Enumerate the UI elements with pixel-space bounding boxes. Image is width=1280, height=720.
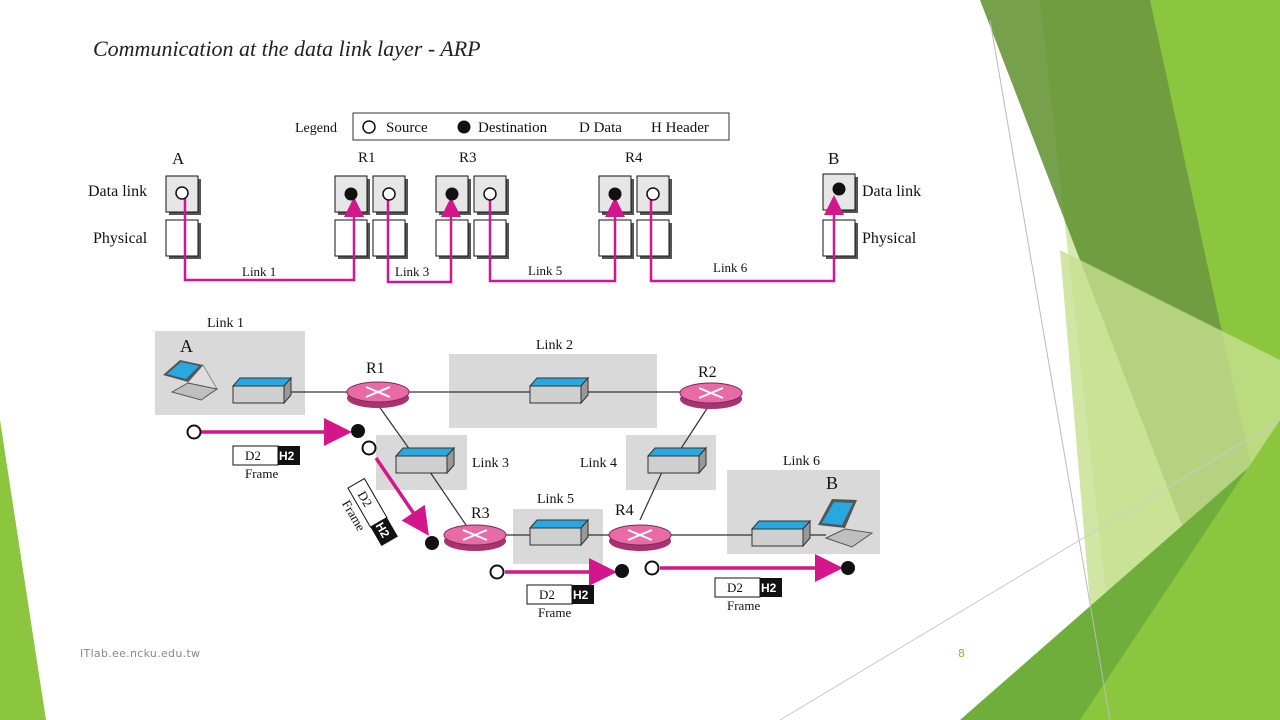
switch-link-6 bbox=[750, 519, 812, 548]
router-r1-icon bbox=[346, 381, 410, 408]
frame-link-1-label: Frame bbox=[245, 466, 278, 481]
destination-marker-r3 bbox=[445, 187, 459, 201]
frame-link-6-label: Frame bbox=[727, 598, 760, 613]
legend-data: D Data bbox=[579, 120, 622, 136]
source-marker-r3 bbox=[483, 187, 497, 201]
legend-destination: Destination bbox=[478, 120, 548, 136]
top-node-a: A bbox=[172, 149, 185, 168]
laptop-a-icon bbox=[163, 360, 219, 401]
net-label-r2: R2 bbox=[698, 364, 717, 381]
frame-source-link-1 bbox=[186, 424, 202, 440]
top-node-r4: R4 bbox=[625, 150, 643, 166]
net-label-link-4: Link 4 bbox=[580, 456, 617, 471]
net-label-link-1: Link 1 bbox=[207, 316, 244, 331]
router-r2-icon bbox=[679, 382, 743, 409]
hop-path-link-1 bbox=[183, 196, 364, 282]
legend-header: H Header bbox=[651, 120, 709, 136]
net-label-r3: R3 bbox=[471, 505, 490, 522]
legend: Legend Source Destination D Data H Heade… bbox=[295, 112, 730, 141]
router-r4-icon bbox=[608, 524, 672, 551]
frame-source-link-5 bbox=[489, 564, 505, 580]
frame-link-5-data: D2 bbox=[539, 587, 555, 602]
destination-marker-b bbox=[832, 182, 846, 196]
top-node-r1: R1 bbox=[358, 150, 376, 166]
switch-link-2 bbox=[528, 376, 590, 405]
slide-number: 8 bbox=[958, 647, 965, 660]
destination-marker-r1 bbox=[344, 187, 358, 201]
switch-link-1 bbox=[231, 376, 293, 405]
source-marker-a bbox=[175, 186, 189, 200]
net-label-host-b: B bbox=[826, 473, 838, 493]
layer-label-data-link-left: Data link bbox=[88, 183, 147, 200]
destination-marker-r4 bbox=[608, 187, 622, 201]
frame-source-link-6 bbox=[644, 560, 660, 576]
frame-link-3-data: D2 bbox=[355, 488, 376, 509]
layer-label-data-link-right: Data link bbox=[862, 183, 921, 200]
frame-link-1-data: D2 bbox=[245, 448, 261, 463]
top-link-label-5: Link 5 bbox=[528, 263, 562, 278]
top-node-b: B bbox=[828, 149, 839, 168]
frame-link-3: D2 H2 Frame bbox=[339, 477, 398, 547]
frame-link-6-data: D2 bbox=[727, 580, 743, 595]
frame-link-5-header: H2 bbox=[573, 588, 589, 602]
frame-link-6: D2 H2 Frame bbox=[714, 577, 782, 613]
switch-link-5 bbox=[528, 518, 590, 547]
frame-link-1: D2 H2 Frame bbox=[232, 445, 300, 481]
frame-link-5-label: Frame bbox=[538, 605, 571, 620]
net-label-host-a: A bbox=[180, 336, 193, 356]
switch-link-3 bbox=[394, 446, 456, 475]
net-label-link-3: Link 3 bbox=[472, 456, 509, 471]
hop-path-link-6 bbox=[649, 195, 844, 283]
hop-path-link-3 bbox=[386, 196, 461, 284]
footer-url: ITlab.ee.ncku.edu.tw bbox=[80, 647, 201, 660]
hop-path-link-5 bbox=[488, 196, 625, 283]
legend-label: Legend bbox=[295, 121, 337, 136]
top-node-r3: R3 bbox=[459, 150, 477, 166]
net-label-link-5: Link 5 bbox=[537, 492, 574, 507]
layer-stack-a bbox=[165, 175, 201, 259]
laptop-b-icon bbox=[818, 499, 874, 548]
slide-title: Communication at the data link layer - A… bbox=[93, 36, 481, 61]
frame-source-link-3 bbox=[361, 440, 377, 456]
frame-destination-link-5 bbox=[615, 564, 629, 578]
legend-source: Source bbox=[386, 120, 428, 136]
top-link-label-6: Link 6 bbox=[713, 260, 748, 275]
layer-label-physical-right: Physical bbox=[862, 230, 917, 247]
frame-link-3-header: H2 bbox=[373, 520, 393, 541]
top-link-label-3: Link 3 bbox=[395, 264, 429, 279]
source-marker-r1 bbox=[382, 187, 396, 201]
network-cables bbox=[290, 391, 826, 536]
router-r3-icon bbox=[443, 524, 507, 551]
frame-link-1-header: H2 bbox=[279, 449, 295, 463]
frame-destination-link-6 bbox=[841, 561, 855, 575]
top-link-label-1: Link 1 bbox=[242, 264, 276, 279]
frame-arrow-link-3 bbox=[374, 457, 429, 536]
net-label-link-6: Link 6 bbox=[783, 454, 820, 469]
destination-icon bbox=[457, 120, 471, 134]
net-label-r4: R4 bbox=[615, 502, 634, 519]
source-marker-r4 bbox=[646, 187, 660, 201]
frame-destination-link-1 bbox=[351, 424, 365, 438]
frame-link-6-header: H2 bbox=[761, 581, 777, 595]
net-label-r1: R1 bbox=[366, 360, 385, 377]
switch-link-4 bbox=[646, 446, 708, 475]
frame-link-5: D2 H2 Frame bbox=[526, 584, 594, 620]
frame-destination-link-3 bbox=[425, 536, 439, 550]
source-icon bbox=[362, 120, 376, 134]
net-label-link-2: Link 2 bbox=[536, 338, 573, 353]
layer-label-physical-left: Physical bbox=[93, 230, 148, 247]
